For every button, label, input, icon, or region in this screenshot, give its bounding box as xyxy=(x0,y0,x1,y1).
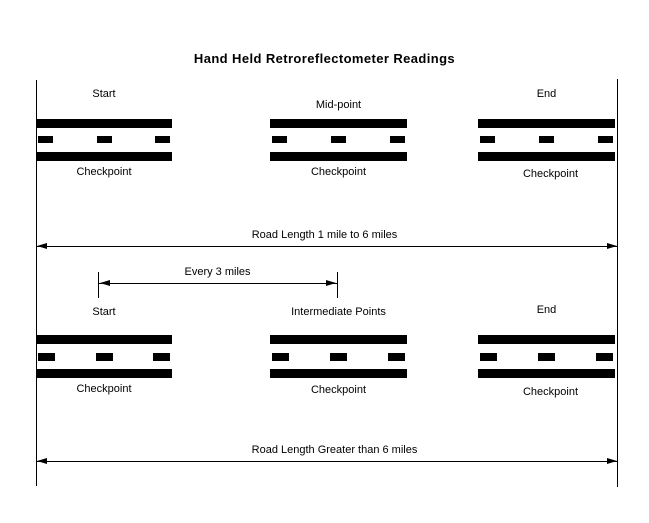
road-centerline xyxy=(480,136,613,143)
road-edge-line-bottom xyxy=(478,152,615,161)
centerline-dash xyxy=(96,136,112,143)
road-edge-line-bottom xyxy=(270,152,407,161)
row1-segment-label-midpoint: Mid-point xyxy=(315,99,362,111)
road-centerline xyxy=(272,136,405,143)
centerline-dash xyxy=(272,353,289,361)
arrowhead-right-icon xyxy=(607,458,617,464)
road-centerline xyxy=(38,136,170,143)
row1-segment-label-start: Start xyxy=(92,88,116,100)
row2-segment-label-end: End xyxy=(536,304,557,316)
dimension-tick-left xyxy=(98,272,99,298)
diagram-title: Hand Held Retroreflectometer Readings xyxy=(193,51,456,66)
row1-extent-arrow-line xyxy=(36,246,617,247)
arrowhead-left-icon xyxy=(100,280,110,286)
row2-segment-label-intermediate: Intermediate Points xyxy=(291,306,386,318)
dimension-label: Every 3 miles xyxy=(184,266,251,278)
road-edge-line-top xyxy=(36,335,172,344)
road-graphic-row1-start xyxy=(36,119,172,161)
row2-extent-arrow-line xyxy=(36,461,617,462)
road-centerline xyxy=(480,353,613,361)
extent-line-left xyxy=(36,80,37,486)
centerline-dash xyxy=(330,353,347,361)
arrowhead-left-icon xyxy=(37,243,47,249)
road-centerline xyxy=(272,353,405,361)
row1-extent-label: Road Length 1 mile to 6 miles xyxy=(251,229,398,241)
centerline-dash xyxy=(388,353,405,361)
centerline-dash xyxy=(272,136,287,143)
road-edge-line-top xyxy=(478,335,615,344)
road-graphic-row2-end xyxy=(478,335,615,378)
arrowhead-right-icon xyxy=(326,280,336,286)
row2-segment-label-start: Start xyxy=(92,306,116,318)
row2-extent-label: Road Length Greater than 6 miles xyxy=(251,444,418,456)
row1-checkpoint-label-midpoint: Checkpoint xyxy=(310,166,367,178)
road-graphic-row2-start xyxy=(36,335,172,378)
road-edge-line-bottom xyxy=(270,369,407,378)
centerline-dash xyxy=(480,136,495,143)
row2-checkpoint-label-end: Checkpoint xyxy=(522,386,579,398)
road-edge-line-bottom xyxy=(36,369,172,378)
road-edge-line-bottom xyxy=(478,369,615,378)
centerline-dash xyxy=(539,136,554,143)
row1-segment-label-end: End xyxy=(536,88,557,100)
extent-line-right xyxy=(617,79,618,487)
road-edge-line-top xyxy=(478,119,615,128)
centerline-dash xyxy=(153,353,170,361)
road-edge-line-top xyxy=(270,119,407,128)
road-graphic-row1-end xyxy=(478,119,615,161)
road-edge-line-top xyxy=(36,119,172,128)
centerline-dash xyxy=(598,136,613,143)
row2-checkpoint-label-start: Checkpoint xyxy=(76,383,132,395)
centerline-dash xyxy=(95,353,113,361)
arrowhead-right-icon xyxy=(607,243,617,249)
road-edge-line-top xyxy=(270,335,407,344)
dimension-arrow-line xyxy=(99,283,337,284)
road-edge-line-bottom xyxy=(36,152,172,161)
road-centerline xyxy=(38,353,170,361)
centerline-dash xyxy=(38,353,55,361)
row2-checkpoint-label-intermediate: Checkpoint xyxy=(310,384,367,396)
centerline-dash xyxy=(331,136,346,143)
centerline-dash xyxy=(538,353,555,361)
centerline-dash xyxy=(390,136,405,143)
dimension-tick-right xyxy=(337,272,338,298)
centerline-dash xyxy=(38,136,53,143)
centerline-dash xyxy=(155,136,170,143)
row1-checkpoint-label-end: Checkpoint xyxy=(522,168,579,180)
row1-checkpoint-label-start: Checkpoint xyxy=(76,166,132,178)
road-graphic-row2-intermediate xyxy=(270,335,407,378)
arrowhead-left-icon xyxy=(37,458,47,464)
centerline-dash xyxy=(480,353,497,361)
road-graphic-row1-midpoint xyxy=(270,119,407,161)
centerline-dash xyxy=(596,353,613,361)
